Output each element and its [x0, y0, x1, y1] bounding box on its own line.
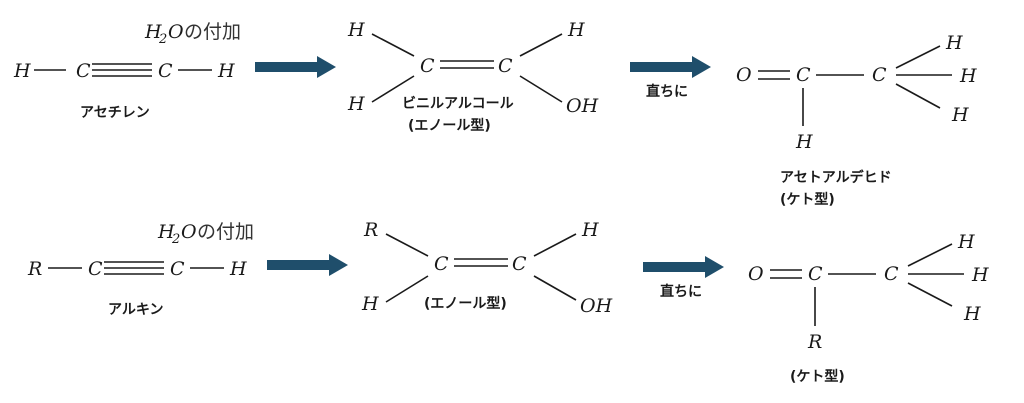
reaction-arrow-1: [255, 56, 336, 78]
alkyne-left-r: R: [27, 258, 42, 280]
row1-keto-type-label: (ケト型): [780, 191, 835, 208]
enol1-h-top-left: H: [347, 19, 365, 41]
keto2-h-right-mid: H: [971, 264, 989, 286]
acetaldehyde-structure: O C C H H H H: [736, 32, 977, 153]
keto2-bond-h-right-bottom: [907, 282, 953, 307]
keto2-r-bottom: R: [807, 331, 822, 353]
alkyne-c1: C: [88, 258, 103, 280]
keto1-c2: C: [872, 64, 887, 86]
keto1-bond-h-right-top: [895, 45, 941, 69]
reaction-arrow-2: [630, 56, 711, 78]
enol2-c2: C: [512, 253, 527, 275]
enol2-bond-h-bottom-left: [385, 275, 429, 303]
enol1-bond-h-bottom-left: [371, 75, 415, 103]
vinyl-alcohol-name: ビニルアルコール: [402, 96, 514, 112]
alkyne-c2: C: [170, 258, 185, 280]
row1-water-h: H: [144, 21, 162, 43]
enol2-bond-r-top-left: [385, 233, 429, 257]
row2-condition-label: 直ちに: [660, 283, 702, 300]
acetylene-name: アセチレン: [80, 105, 150, 121]
keto2-structure: O C C R H H H: [748, 231, 989, 353]
keto1-h-right-bottom: H: [951, 104, 969, 126]
enol2-bond-oh: [533, 275, 577, 301]
enol2-h-top-right: H: [581, 219, 599, 241]
acetylene-structure: H C C H: [13, 60, 235, 82]
row1-condition-label: 直ちに: [646, 83, 688, 100]
enol1-bond-h-top-right: [519, 33, 563, 57]
keto2-c1: C: [808, 263, 823, 285]
enol1-bond-h-top-left: [371, 33, 415, 57]
row2-addition-label: H 2 O の付加: [157, 221, 254, 247]
enol1-c1: C: [420, 55, 435, 77]
row1-water-subscript: 2: [158, 32, 167, 47]
row1-water-o: O: [168, 21, 184, 43]
alkyne-structure: R C C H: [27, 258, 247, 280]
row2-water-h: H: [157, 221, 175, 243]
enol2-r-top-left: R: [363, 219, 378, 241]
row1-enol-type-label: (エノール型): [408, 117, 491, 134]
acetaldehyde-name: アセトアルデヒド: [780, 169, 892, 186]
keto1-bond-h-right-bottom: [895, 83, 941, 109]
enol2-h-bottom-left: H: [361, 293, 379, 315]
reaction-arrow-3: [267, 254, 348, 276]
enol2-oh: OH: [580, 295, 613, 317]
row2-water-subscript: 2: [171, 232, 180, 247]
row1-addition-text: の付加: [184, 21, 241, 43]
row2-water-o: O: [181, 221, 197, 243]
enol2-c1: C: [434, 253, 449, 275]
keto1-o: O: [736, 64, 752, 86]
alkyne-right-h: H: [229, 258, 247, 280]
enol1-c2: C: [498, 55, 513, 77]
keto2-bond-h-right-top: [907, 243, 953, 267]
row2-addition-text: の付加: [197, 221, 254, 243]
alkyne-name: アルキン: [108, 302, 163, 318]
keto1-h-bottom: H: [795, 131, 813, 153]
acetylene-c1: C: [76, 60, 91, 82]
enol1-oh: OH: [566, 95, 599, 117]
keto1-h-right-mid: H: [959, 65, 977, 87]
keto1-c1: C: [796, 64, 811, 86]
vinyl-alcohol-structure: H H C C H OH: [347, 19, 599, 117]
keto2-o: O: [748, 263, 764, 285]
row1-addition-label: H 2 O の付加: [144, 21, 241, 47]
keto2-h-right-top: H: [957, 231, 975, 253]
keto2-h-right-bottom: H: [963, 303, 981, 325]
enol1-bond-oh: [519, 75, 563, 103]
enol1-h-bottom-left: H: [347, 93, 365, 115]
reaction-arrow-4: [643, 256, 724, 278]
acetylene-right-h: H: [217, 60, 235, 82]
keto1-h-right-top: H: [945, 32, 963, 54]
acetylene-c2: C: [158, 60, 173, 82]
row2-keto-type-label: (ケト型): [790, 368, 845, 385]
row2-enol-type-label: (エノール型): [424, 295, 507, 312]
enol2-structure: R H C C H OH: [361, 219, 613, 317]
enol2-bond-h-top-right: [533, 233, 577, 257]
enol1-h-top-right: H: [567, 19, 585, 41]
keto2-c2: C: [884, 263, 899, 285]
acetylene-left-h: H: [13, 60, 31, 82]
